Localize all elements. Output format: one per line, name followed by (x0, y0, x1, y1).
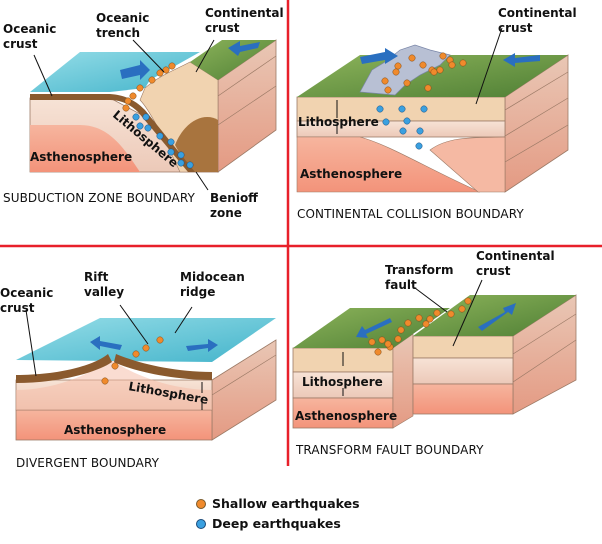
label-asthenosphere: Asthenosphere (30, 150, 132, 164)
plate-motion-arrow (356, 318, 392, 338)
land-surface (190, 40, 276, 80)
ocean-surface (16, 318, 276, 362)
label-asthenosphere: Asthenosphere (300, 167, 402, 181)
panel-title-subduction: SUBDUCTION ZONE BOUNDARY (3, 191, 196, 205)
continental-layer (412, 335, 514, 359)
shallow-earthquakes (381, 52, 467, 94)
label-lithosphere: Lithosphere (298, 115, 379, 129)
lithosphere-layer (412, 357, 514, 385)
oceanic-crust-band (16, 354, 112, 383)
oceanic-crust-band (114, 354, 212, 380)
shallow-earthquakes (122, 62, 176, 112)
asthenosphere-layer (292, 397, 394, 429)
legend-item-deep: Deep earthquakes (196, 514, 360, 534)
label-lithosphere: Lithosphere (302, 375, 383, 389)
plate-motion-arrow (90, 336, 122, 350)
shallow-earthquakes (101, 336, 164, 385)
continental-layer (296, 96, 506, 122)
plate-motion-arrow (503, 53, 540, 67)
deep-earthquakes (132, 113, 194, 169)
land-surface (413, 295, 576, 336)
asthenosphere-layer (30, 125, 140, 172)
asthenosphere-layer (412, 383, 514, 415)
label-asthenosphere: Asthenosphere (295, 409, 397, 423)
plate-motion-arrow (478, 303, 516, 331)
oceanic-crust-band (30, 94, 195, 172)
plate-motion-arrow (360, 48, 398, 64)
deep-earthquake-icon (196, 519, 206, 529)
asthenosphere-layer (15, 409, 213, 441)
label-asthenosphere: Asthenosphere (64, 423, 166, 437)
legend-label-shallow: Shallow earthquakes (212, 496, 360, 511)
deep-earthquakes (376, 105, 428, 150)
shallow-earthquakes (368, 297, 472, 356)
legend-label-deep: Deep earthquakes (212, 516, 341, 531)
legend: Shallow earthquakes Deep earthquakes (196, 494, 360, 534)
panel-title-divergent: DIVERGENT BOUNDARY (16, 456, 160, 470)
panel-title-transform: TRANSFORM FAULT BOUNDARY (295, 443, 484, 457)
plate-motion-arrow (228, 41, 260, 56)
plate-motion-arrow (120, 60, 150, 80)
legend-item-shallow: Shallow earthquakes (196, 494, 360, 514)
panel-title-collision: CONTINENTAL COLLISION BOUNDARY (297, 207, 524, 221)
shallow-earthquake-icon (196, 499, 206, 509)
plate-motion-arrow (186, 339, 218, 352)
ocean-surface (30, 52, 200, 92)
